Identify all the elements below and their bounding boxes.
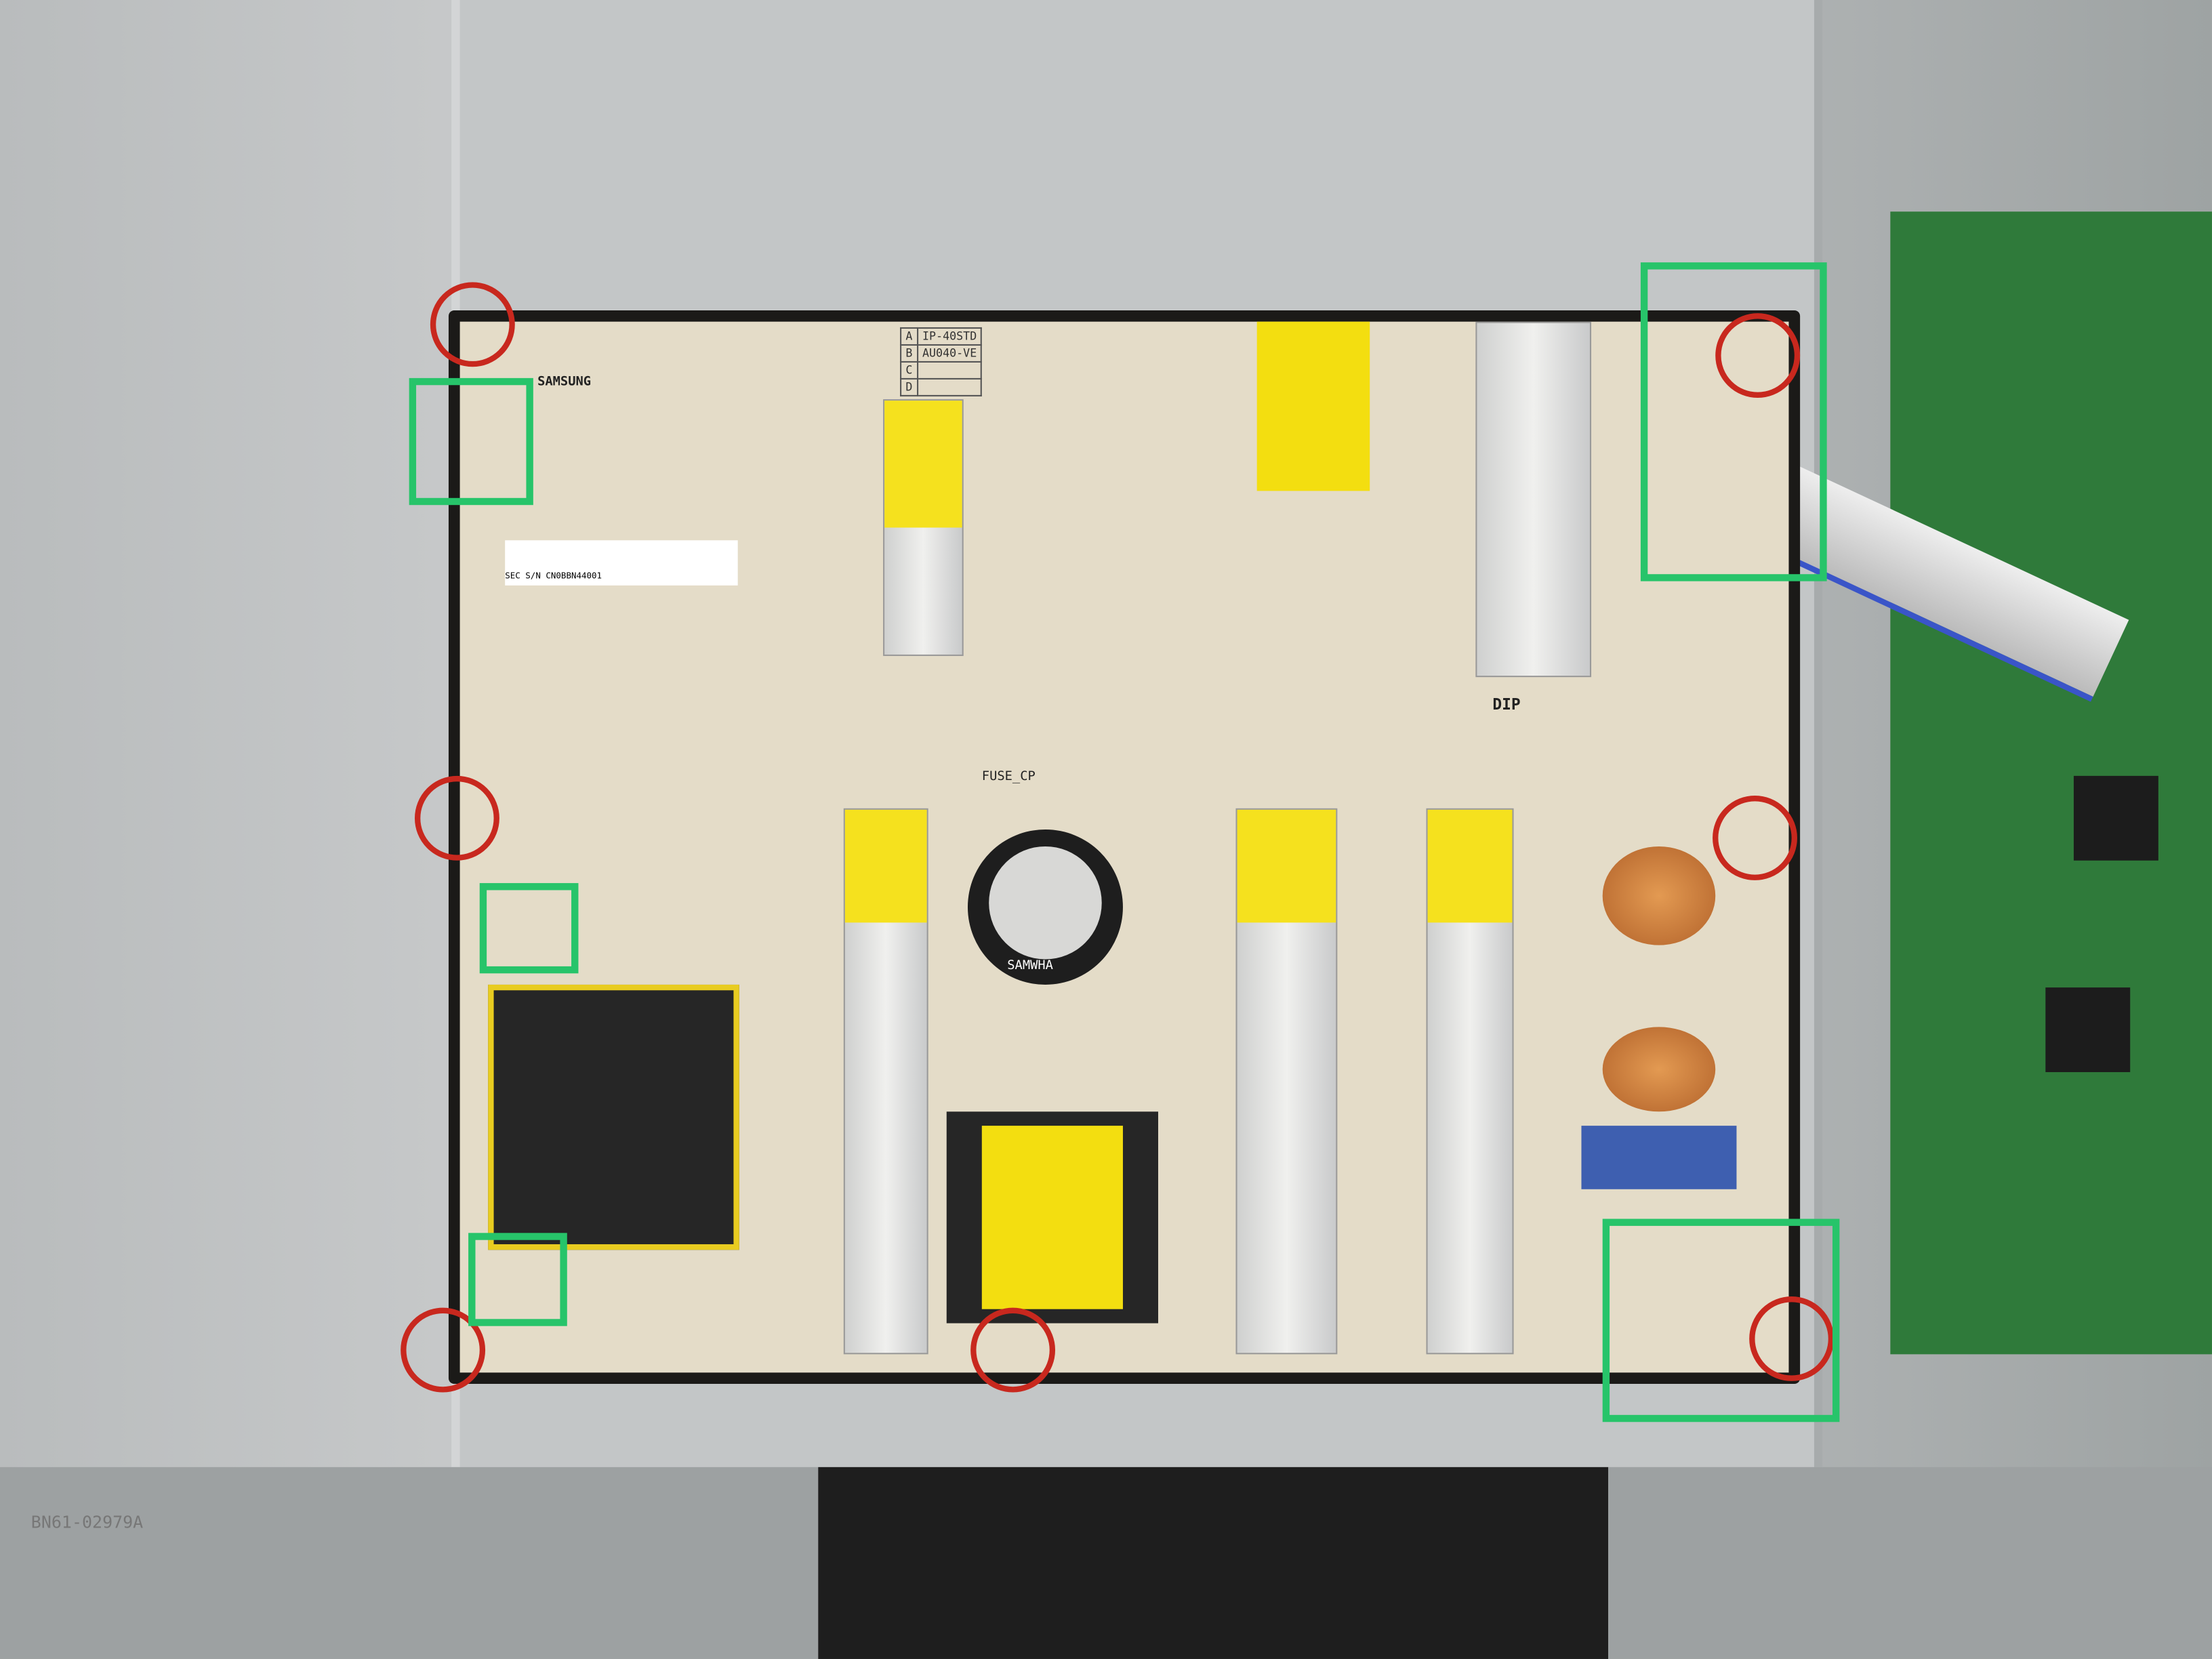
heatsink [1235,808,1338,1355]
screw-marker [1749,1296,1835,1381]
transformer [946,1111,1158,1324]
row-value: IP-40STD [916,327,983,346]
bulk-capacitor: SAMWHA [967,829,1123,985]
chip [2073,775,2158,861]
stand-bracket [818,1467,1609,1659]
screw-marker [414,775,499,861]
brand-label: SAMSUNG [537,375,592,390]
connector-marker [409,377,533,506]
bottom-frame: BN61-02979A [0,1467,2212,1659]
connector-marker [479,883,579,974]
capacitor-brand: SAMWHA [1007,959,1053,974]
row-label: A [900,327,918,346]
row-label: B [900,344,918,363]
row-value [916,377,983,396]
barcode-text: SEC S/N CN0BBN44001 [505,571,602,581]
row-value: AU040-VE [916,344,983,363]
row-label: D [900,377,918,396]
chip [2045,987,2131,1073]
chassis-code: BN61-02979A [30,1512,144,1532]
screw-marker [1715,313,1801,398]
connector-marker [1602,1218,1840,1422]
row-label: C [900,361,918,380]
screw-marker [401,1307,486,1393]
screw-marker [970,1307,1056,1393]
heatsink [1426,808,1514,1355]
transformer [488,984,739,1250]
heatsink [843,808,928,1355]
fuse-label: FUSE_CP [981,770,1036,785]
connector-marker [1640,262,1827,581]
transformer [1256,321,1370,491]
row-value [916,361,983,380]
barcode-sticker: SEC S/N CN0BBN44001 [505,540,738,586]
dip-label: DIP [1492,695,1521,714]
heatsink [883,399,964,656]
main-logic-board [1890,211,2212,1355]
screw-marker [430,282,515,367]
inductor-coil [1602,846,1716,945]
x-capacitor [1581,1126,1737,1189]
heatsink [1475,321,1592,678]
screw-marker [1713,796,1797,880]
inductor-coil [1602,1027,1716,1112]
connector-marker [468,1233,567,1326]
